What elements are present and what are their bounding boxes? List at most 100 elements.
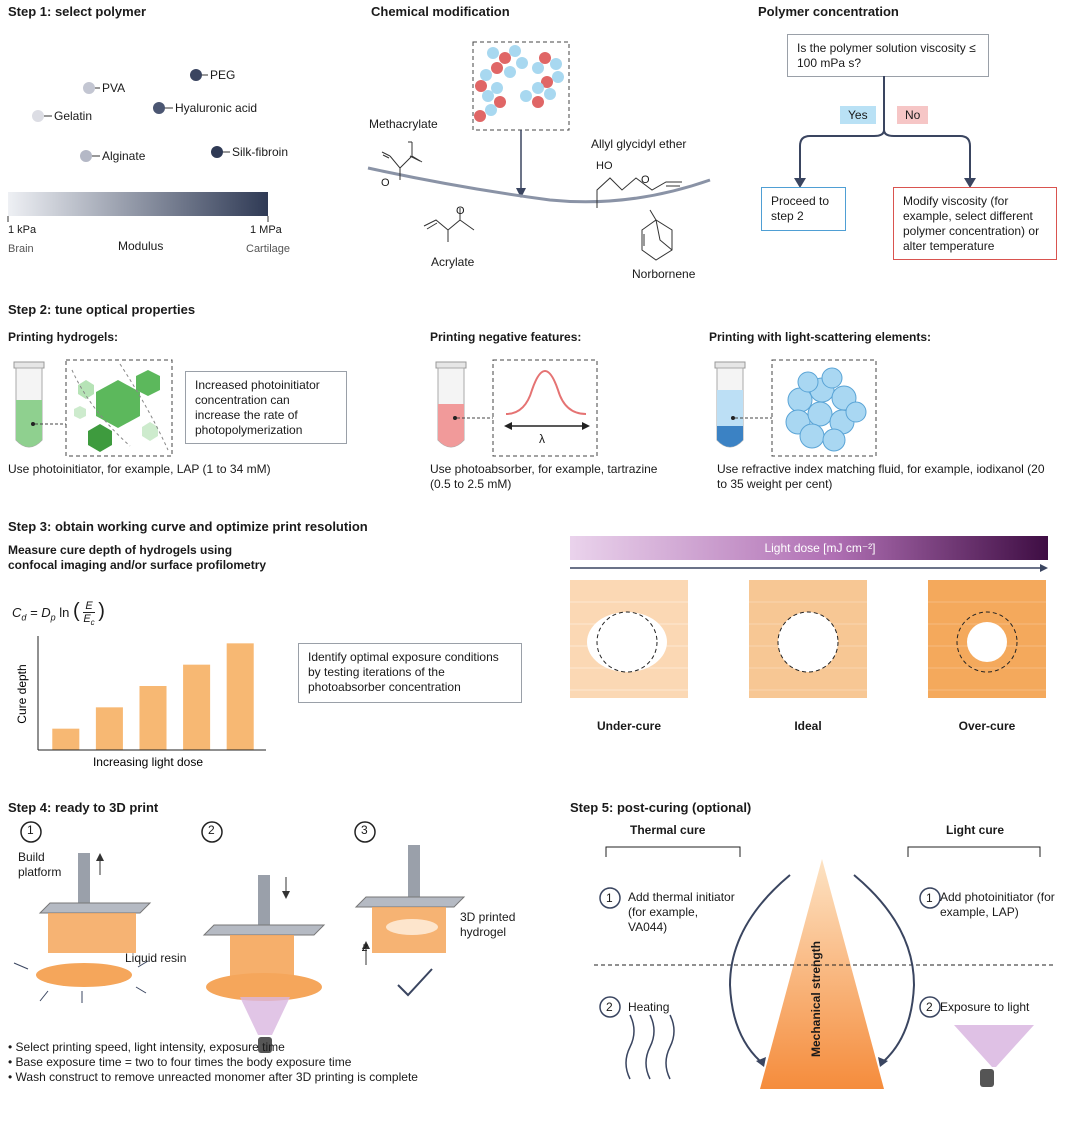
acrylate-o: O: [456, 205, 465, 217]
bullet-1: • Select printing speed, light intensity…: [8, 1040, 285, 1054]
allyl-ho: HO: [596, 160, 613, 172]
group-allyl: Allyl glycidyl ether: [591, 137, 687, 151]
step4-num-2: 2: [208, 823, 215, 837]
scale-high: 1 MPa: [250, 224, 282, 236]
allyl-o: O: [641, 174, 650, 186]
step4-bullets: • Select printing speed, light intensity…: [8, 1040, 418, 1085]
lambda-label: λ: [539, 432, 545, 446]
step5-num-2a: 2: [606, 1000, 613, 1014]
strength-triangle: [760, 859, 884, 1089]
cure-depth-chart: Cure depth Increasing light dose: [15, 636, 266, 769]
thermal-step-1: Add thermal initiator (for example, VA04…: [628, 890, 735, 934]
gelatin-dot: [32, 110, 44, 122]
scale-low-tissue: Brain: [8, 243, 34, 255]
z-axis-label: z: [362, 940, 368, 954]
printed-hydrogel-label: 3D printed hydrogel: [460, 910, 516, 939]
over-cure-label: Over-cure: [958, 719, 1016, 733]
viscosity-question: Is the polymer solution viscosity ≤ 100 …: [787, 34, 989, 77]
measure-text: Measure cure depth of hydrogels using co…: [8, 543, 267, 572]
polymer-label-peg: PEG: [210, 68, 236, 82]
tube-green: [13, 361, 66, 448]
under-cure-label: Under-cure: [596, 719, 661, 733]
thermal-cure-title: Thermal cure: [630, 823, 706, 837]
light-dose-panel: [570, 536, 1048, 698]
bar-2: [95, 707, 123, 750]
light-step-2: Exposure to light: [940, 1000, 1030, 1014]
modify-box: Modify viscosity (for example, select di…: [893, 187, 1057, 260]
chart-xlabel: Increasing light dose: [93, 755, 203, 769]
scale-low: 1 kPa: [8, 224, 37, 236]
group-norbornene: Norbornene: [632, 267, 696, 281]
tube-blue: [714, 361, 772, 448]
chem-diagram: [367, 41, 711, 261]
build-platform-label: Build platform: [18, 850, 62, 879]
step4-title: Step 4: ready to 3D print: [8, 800, 159, 815]
bullet-2: • Base exposure time = two to four times…: [8, 1055, 352, 1069]
proceed-box: Proceed to step 2: [761, 187, 846, 231]
bar-3: [139, 686, 167, 750]
modulus-bar: [8, 192, 268, 216]
bullet-3: • Wash construct to remove unreacted mon…: [8, 1070, 418, 1084]
step5-num-2b: 2: [926, 1000, 933, 1014]
light-dose-label: Light dose [mJ cm⁻²]: [764, 541, 876, 555]
mechanical-strength-label: Mechanical strength: [809, 940, 823, 1058]
bar-1: [52, 728, 80, 750]
step3-title: Step 3: obtain working curve and optimiz…: [8, 519, 368, 534]
chart-ylabel: Cure depth: [15, 664, 29, 723]
polymer-label-gelatin: Gelatin: [54, 109, 93, 123]
light-cure-title: Light cure: [946, 823, 1005, 837]
polymer-coil-box: [472, 41, 570, 131]
concentration-title: Polymer concentration: [758, 4, 899, 19]
alginate-dot: [80, 150, 92, 162]
step4-graphics: [13, 821, 466, 1053]
cure-equation: Cd = Dp ln ( E Ec ): [12, 600, 105, 628]
polymer-scatter: [7, 69, 269, 222]
step5-num-1b: 1: [926, 891, 933, 905]
step5-graphics: [594, 846, 1056, 1089]
step2-graphics: [13, 359, 877, 457]
col2-caption: Use photoabsorber, for example, tartrazi…: [430, 462, 658, 491]
bar-4: [183, 664, 211, 750]
step5-title: Step 5: post-curing (optional): [570, 800, 752, 815]
photoinitiator-note: Increased photoinitiator concentration c…: [185, 371, 347, 444]
tube-pink: [435, 361, 493, 448]
col3-title: Printing with light-scattering elements:: [709, 330, 932, 344]
silk-dot: [211, 146, 223, 158]
hyaluronic-dot: [153, 102, 165, 114]
col3-caption: Use refractive index matching fluid, for…: [717, 462, 1045, 491]
methacrylate-o: O: [381, 177, 390, 189]
thermal-step-2: Heating: [628, 1000, 670, 1014]
absorbance-curve: [505, 370, 587, 415]
decision-tree: [794, 76, 976, 188]
bar-5: [226, 643, 254, 750]
no-tag: No: [897, 106, 929, 124]
light-step-1: Add photoinitiator (for example, LAP): [940, 890, 1055, 919]
liquid-resin-label: Liquid resin: [125, 951, 187, 965]
peg-dot: [190, 69, 202, 81]
step4-num-1: 1: [27, 823, 34, 837]
polymer-label-silk: Silk-fibroin: [232, 145, 289, 159]
yes-tag: Yes: [840, 106, 876, 124]
dose-gradient: [570, 536, 1048, 560]
col1-title: Printing hydrogels:: [8, 330, 119, 344]
cell-cluster: [785, 367, 867, 452]
chem-title: Chemical modification: [371, 4, 510, 19]
group-acrylate: Acrylate: [431, 255, 475, 269]
exposure-note: Identify optimal exposure conditions by …: [298, 643, 522, 703]
polymer-label-alginate: Alginate: [102, 149, 146, 163]
polymer-label-hyaluronic: Hyaluronic acid: [175, 101, 258, 115]
backbone: [367, 166, 711, 204]
pva-dot: [83, 82, 95, 94]
step4-num-3: 3: [361, 823, 368, 837]
col1-caption: Use photoinitiator, for example, LAP (1 …: [8, 462, 271, 476]
col2-title: Printing negative features:: [430, 330, 582, 344]
step1-title: Step 1: select polymer: [8, 4, 146, 19]
polymer-coil: [474, 45, 564, 122]
step2-title: Step 2: tune optical properties: [8, 302, 196, 317]
polymer-label-pva: PVA: [102, 81, 126, 95]
scale-label: Modulus: [118, 239, 164, 253]
step5-num-1a: 1: [606, 891, 613, 905]
scale-high-tissue: Cartilage: [246, 243, 291, 255]
group-methacrylate: Methacrylate: [369, 117, 438, 131]
ideal-label: Ideal: [794, 719, 822, 733]
